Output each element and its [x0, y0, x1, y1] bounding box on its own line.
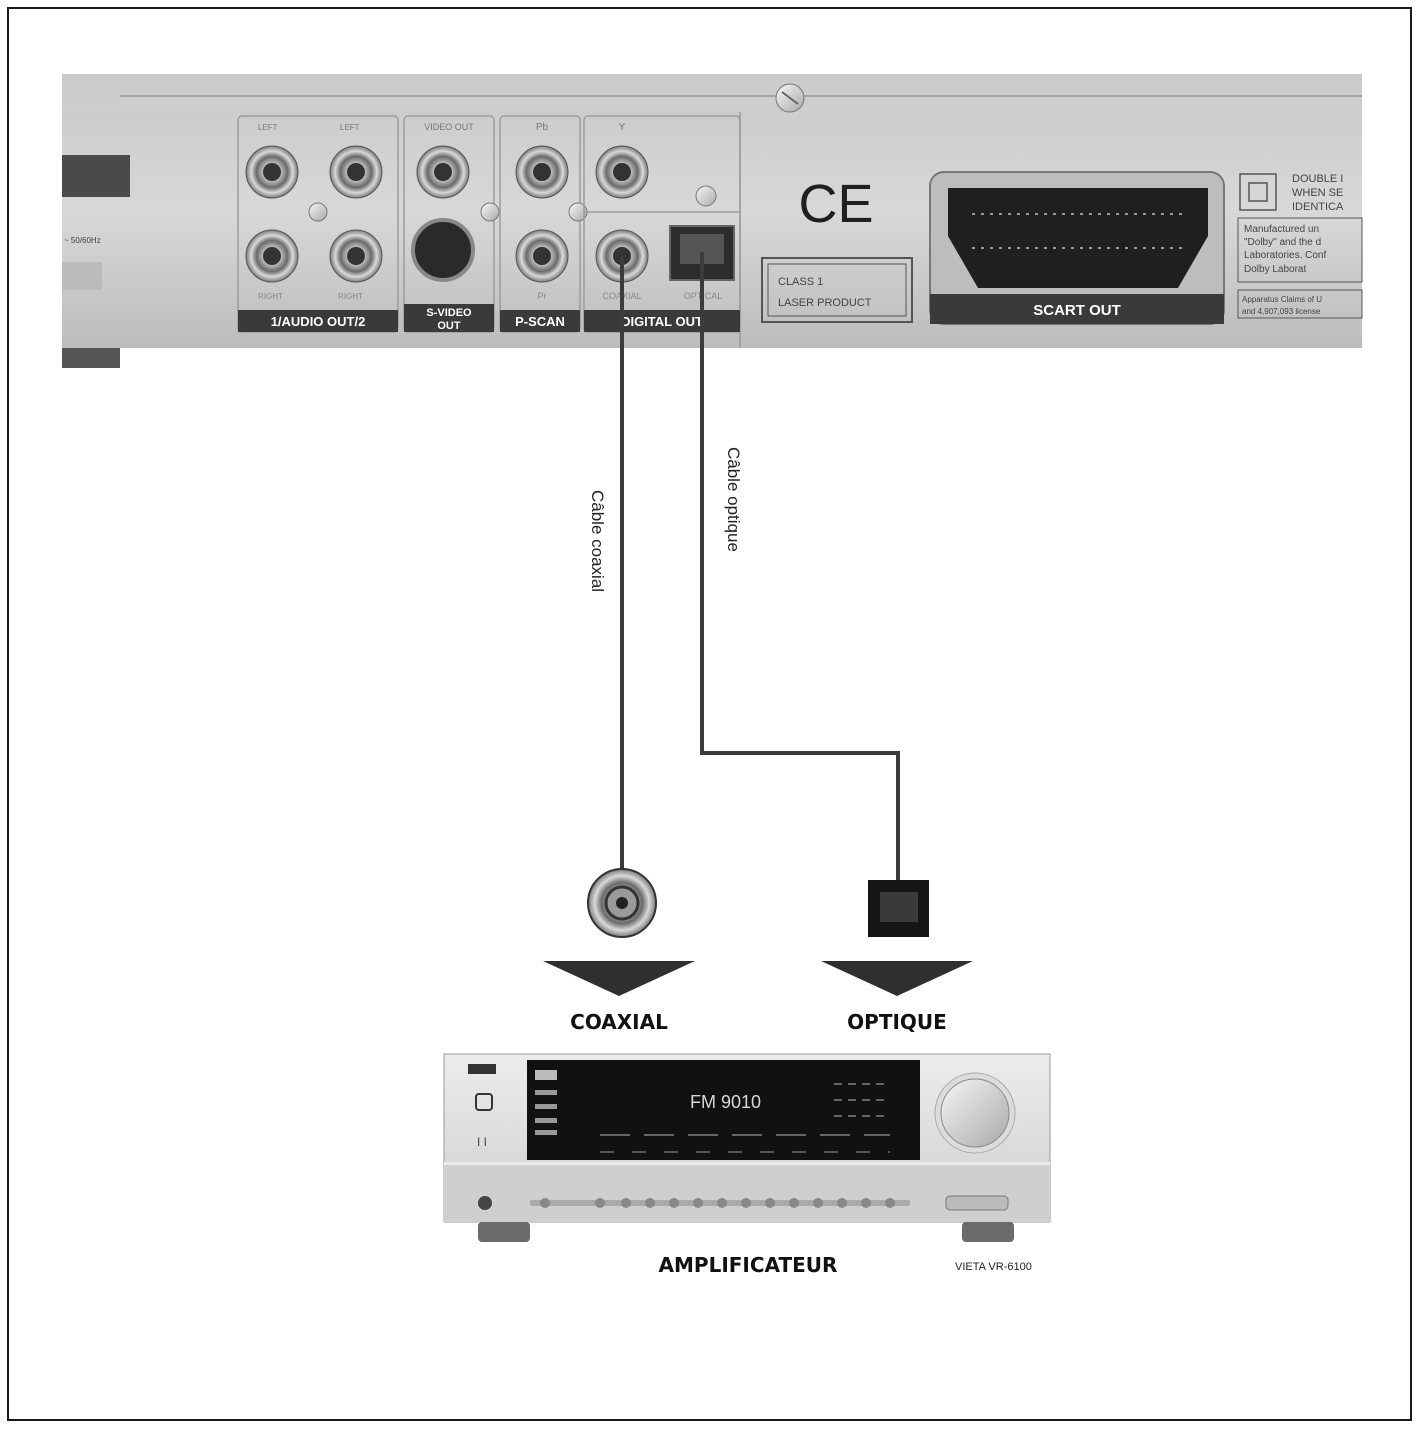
coaxial-cable-label: Câble coaxial	[588, 490, 607, 592]
notice-line-2: WHEN SE	[1292, 187, 1343, 199]
dolby-line-4: Dolby Laborat	[1244, 264, 1306, 275]
voltage-label: ~ 50/60Hz	[64, 236, 101, 245]
screw-icon	[308, 202, 328, 222]
headphone-jack	[478, 1196, 492, 1210]
scart-out-label: SCART OUT	[1033, 302, 1121, 319]
svg-text:I I: I I	[477, 1135, 487, 1149]
amplifier-display-text: FM 9010	[690, 1092, 761, 1112]
s-video-jack	[411, 218, 475, 282]
double-insulation-icon	[1239, 173, 1277, 211]
optical-connector-icon	[868, 880, 929, 937]
coaxial-arrow-icon	[543, 961, 695, 996]
amplifier-model-label: VIETA VR-6100	[955, 1261, 1032, 1273]
amplifier-foot	[478, 1222, 530, 1242]
laser-product-box	[761, 257, 913, 323]
amplifier-front-panel: I I FM 9010	[443, 1053, 1051, 1242]
optical-input-label: OPTIQUE	[847, 1010, 947, 1034]
laser-product-label: LASER PRODUCT	[778, 297, 872, 309]
amplifier-display	[527, 1060, 920, 1160]
laser-class-label: CLASS 1	[778, 276, 823, 288]
dolby-line-1: Manufactured un	[1244, 224, 1319, 235]
diagram-frame	[7, 7, 1412, 1421]
screw-icon	[480, 202, 500, 222]
jack-label-right-2: RIGHT	[338, 292, 363, 301]
y-jack-label: Y	[619, 122, 626, 133]
amplifier-label: AMPLIFICATEUR	[659, 1253, 838, 1277]
coaxial-input-label: COAXIAL	[570, 1010, 668, 1034]
video-out-jack-label: VIDEO OUT	[424, 122, 474, 132]
dolby-line-3: Laboratories. Conf	[1244, 250, 1326, 261]
optical-cable-label: Câble optique	[724, 447, 743, 552]
brand-logo	[468, 1064, 496, 1074]
pr-jack-label: Pr	[538, 291, 547, 301]
panel-screw-icon	[775, 83, 805, 113]
s-video-label-line1: S-VIDEO	[426, 307, 472, 319]
pb-jack-label: Pb	[536, 122, 549, 133]
screw-icon	[695, 185, 717, 207]
patent-line-2: and 4,907,093 license	[1242, 307, 1321, 316]
scart-connector	[948, 188, 1208, 288]
optical-arrow-icon	[821, 961, 973, 996]
notice-line-3: IDENTICA	[1292, 201, 1344, 213]
jack-label-left-2: LEFT	[340, 123, 360, 132]
ce-mark: CE	[798, 174, 873, 234]
coaxial-connector-icon	[587, 868, 657, 938]
audio-out-label: 1/AUDIO OUT/2	[271, 314, 366, 329]
jack-label-right-1: RIGHT	[258, 292, 283, 301]
dolby-line-2: "Dolby" and the d	[1244, 237, 1321, 248]
digital-out-label: DIGITAL OUT	[621, 314, 703, 329]
power-button	[475, 1093, 493, 1111]
notice-line-1: DOUBLE I	[1292, 173, 1343, 185]
p-scan-label: P-SCAN	[515, 314, 565, 329]
amplifier-foot	[962, 1222, 1014, 1242]
optical-cable	[700, 252, 900, 898]
jack-label-left-1: LEFT	[258, 123, 278, 132]
s-video-label-line2: OUT	[437, 320, 461, 332]
dvd-rear-panel: ~ 50/60Hz LEFT LEFT RIGHT RIGHT 1/AUDIO …	[62, 74, 1363, 368]
patent-line-1: Apparatus Claims of U	[1242, 295, 1322, 304]
